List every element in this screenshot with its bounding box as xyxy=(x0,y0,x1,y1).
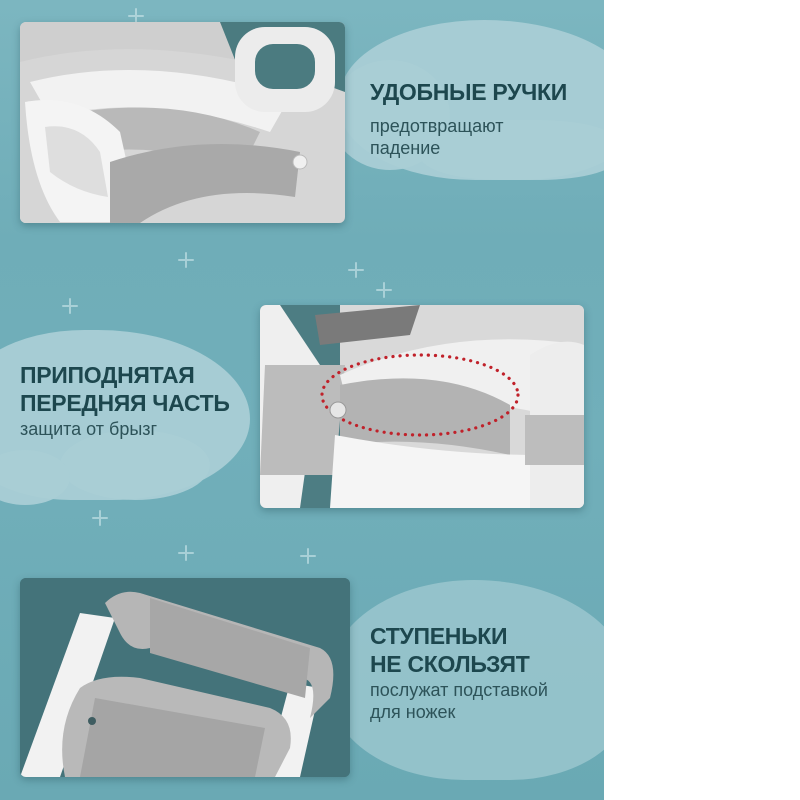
cloud-decoration xyxy=(330,580,604,780)
handles-closeup-photo xyxy=(20,22,345,223)
sparkle-icon xyxy=(348,262,364,278)
sparkle-icon xyxy=(376,282,392,298)
feature-subtitle: защита от брызг xyxy=(20,419,158,439)
feature-panel: УДОБНЫЕ РУЧКИ предотвращают падение ПРИП… xyxy=(0,0,604,800)
feature-subtitle: предотвращают падение xyxy=(370,116,504,158)
sparkle-icon xyxy=(300,548,316,564)
feature-title: УДОБНЫЕ РУЧКИ xyxy=(370,79,567,105)
feature-title: ПРИПОДНЯТАЯ ПЕРЕДНЯЯ ЧАСТЬ xyxy=(20,362,230,416)
non-slip-steps-photo xyxy=(20,578,350,777)
sparkle-icon xyxy=(62,298,78,314)
cloud-decoration xyxy=(60,430,210,500)
blank-margin xyxy=(604,0,800,800)
cloud-decoration xyxy=(420,120,604,180)
cloud-decoration xyxy=(0,450,70,505)
feature-subtitle: послужат подставкой для ножек xyxy=(370,680,548,722)
raised-front-closeup-photo xyxy=(260,305,584,508)
sparkle-icon xyxy=(178,252,194,268)
sparkle-icon xyxy=(128,8,144,24)
feature-title: СТУПЕНЬКИ НЕ СКОЛЬЗЯТ xyxy=(370,623,530,677)
sparkle-icon xyxy=(92,510,108,526)
sparkle-icon xyxy=(178,545,194,561)
